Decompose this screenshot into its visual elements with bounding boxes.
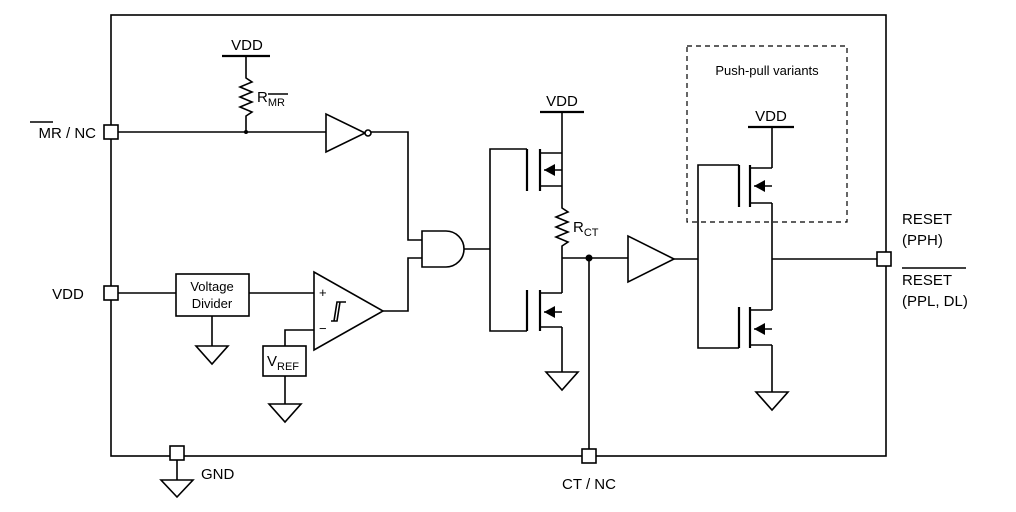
out-pmos-arrow-icon xyxy=(754,180,765,192)
mr-inverter xyxy=(325,112,422,241)
vref-label: VREF xyxy=(267,353,299,373)
resetn-variant-label: (PPL, DL) xyxy=(902,293,968,310)
gnd-pin-label: GND xyxy=(201,466,235,483)
ct-pin-label: CT / NC xyxy=(562,476,616,493)
ct-pin-pad xyxy=(581,448,597,464)
output-ground-icon xyxy=(754,391,790,412)
hysteresis-icon xyxy=(331,301,346,322)
ic-outline xyxy=(110,14,887,457)
output-stage: Push-pull variants VDD xyxy=(686,45,877,412)
reset-pin: RESET (PPH) RESET (PPL, DL) xyxy=(876,211,968,310)
r-ct-label: RCT xyxy=(573,219,599,239)
gnd-pin-pad xyxy=(169,445,185,461)
pmos-arrow-icon xyxy=(544,164,555,176)
mr-pin-label: MR / NC xyxy=(39,125,97,142)
vdd-pin-label: VDD xyxy=(52,286,84,303)
vdd-pin: VDD xyxy=(52,285,119,303)
divider-ground-icon xyxy=(194,345,230,366)
r-mr-resistor: VDD RMR xyxy=(222,37,288,134)
output-buffer xyxy=(627,234,698,284)
push-pull-label: Push-pull variants xyxy=(715,63,819,78)
reset-pin-pad xyxy=(876,251,892,267)
vdd-pin-pad xyxy=(103,285,119,301)
push-pull-box xyxy=(686,45,848,223)
divider-label-1: Voltage xyxy=(190,279,233,294)
reset-variant-label: (PPH) xyxy=(902,232,943,249)
timing-ground-icon xyxy=(544,371,580,392)
gnd-pin: GND xyxy=(159,445,235,499)
out-nmos-arrow-icon xyxy=(754,323,765,335)
nmos-arrow-icon xyxy=(544,306,555,318)
vdd-rct-label: VDD xyxy=(546,93,578,110)
r-mr-label: RMR xyxy=(257,89,285,109)
vref-source: VREF xyxy=(262,329,314,424)
vref-ground-icon xyxy=(267,403,303,424)
comparator-minus: − xyxy=(319,321,327,336)
divider-label-2: Divider xyxy=(192,296,233,311)
voltage-divider: Voltage Divider xyxy=(175,273,250,366)
resetn-label: RESET xyxy=(902,272,952,289)
comparator: + − xyxy=(313,257,422,352)
vdd-rmr-label: VDD xyxy=(231,37,263,54)
and-gate xyxy=(421,230,490,268)
gnd-pin-ground-icon xyxy=(159,479,195,499)
mr-pin: MR / NC xyxy=(30,121,119,142)
vdd-out-label: VDD xyxy=(755,108,787,125)
comparator-plus: + xyxy=(319,285,327,300)
reset-label: RESET xyxy=(902,211,952,228)
timing-stage: VDD RCT xyxy=(489,93,599,392)
ct-pin: CT / NC xyxy=(562,448,616,493)
mr-pin-pad xyxy=(103,124,119,140)
